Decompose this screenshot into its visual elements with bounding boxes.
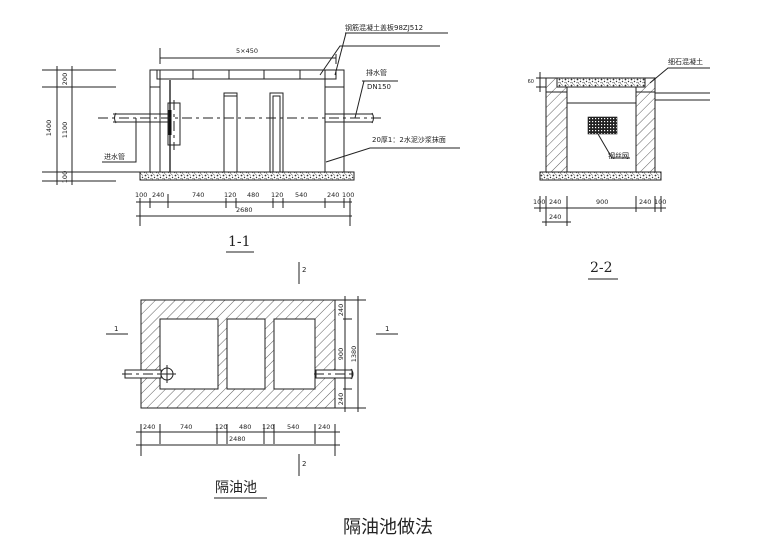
base-slab-2-2 (539, 171, 662, 181)
dim-height-2: 100 (61, 171, 69, 183)
note-plaster: 20厚1：2水泥沙浆抹面 (372, 135, 446, 144)
note-outlet-pipe: 排水管 (366, 68, 387, 77)
left-wall-outer (149, 69, 161, 173)
dim-plan-h2: 120 (215, 423, 227, 431)
note-mesh: 钢丝网 (608, 151, 629, 160)
dim-plan-total-h: 2480 (229, 435, 246, 443)
dim-2-2-h0: 100 (533, 198, 545, 206)
dim-1-1-h8: 100 (342, 191, 354, 199)
dim-1-1-h2: 740 (192, 191, 204, 199)
dim-plan-h6: 240 (318, 423, 330, 431)
vertical-dimensions-plan: 240 900 240 1380 (335, 296, 366, 412)
dim-total-height: 1400 (45, 120, 53, 137)
chamber-2 (226, 318, 266, 390)
dim-height-1: 1100 (61, 122, 69, 139)
dim-plan-h5: 540 (287, 423, 299, 431)
section-2-2: 钢丝网 细石混凝土 60 100 240 900 240 100 240 2-2 (528, 57, 710, 280)
dim-2-2-h4: 100 (654, 198, 666, 206)
dim-plan-h3: 480 (239, 423, 251, 431)
chamber-3 (273, 318, 316, 390)
dim-1-1-h1: 240 (152, 191, 164, 199)
dim-1-1-total: 2680 (236, 206, 253, 214)
base-slab (139, 171, 355, 181)
dim-height-0: 200 (61, 73, 69, 85)
note-outlet-size: DN150 (367, 83, 391, 91)
dim-1-1-h6: 540 (295, 191, 307, 199)
horizontal-dimensions-1-1: 100 240 740 120 480 120 540 240 100 2680 (135, 191, 354, 226)
vertical-dimensions-1-1: 1400 200 1100 100 (42, 66, 140, 185)
dim-plan-v0: 240 (337, 304, 345, 316)
section-mark-left: 1 (114, 325, 118, 333)
dim-2-2-h1: 240 (549, 198, 561, 206)
steel-mesh (587, 116, 618, 135)
top-slab-2-2 (556, 77, 646, 88)
plan-title: 隔油池 (215, 480, 257, 496)
dim-1-1-h4: 480 (247, 191, 259, 199)
dim-plan-h0: 240 (143, 423, 155, 431)
dim-2-2-lower: 240 (549, 213, 561, 221)
note-cover-slab: 钢筋混凝土盖板98ZJ512 (345, 23, 423, 32)
dim-cover-divisions: 5×450 (236, 47, 258, 55)
dim-1-1-h3: 120 (224, 191, 236, 199)
dim-2-2-h2: 900 (596, 198, 608, 206)
baffle-2 (269, 92, 284, 173)
section-1-1: 钢筋混凝土盖板98ZJ512 排水管 DN150 20厚1：2水泥沙浆抹面 进水… (42, 23, 460, 253)
dim-1-1-h7: 240 (327, 191, 339, 199)
dim-2-2-h3: 240 (639, 198, 651, 206)
section-mark-top: 2 (302, 266, 306, 274)
plan-view: 1 1 2 2 240 900 240 1380 (106, 262, 398, 499)
section-1-1-title: 1-1 (228, 234, 251, 250)
dim-2-2-top: 60 (528, 79, 534, 85)
section-2-2-title: 2-2 (590, 260, 613, 276)
dim-plan-total: 1380 (350, 346, 358, 363)
dim-plan-v1: 900 (337, 348, 345, 360)
note-top-concrete: 细石混凝土 (668, 57, 703, 66)
dim-plan-h1: 740 (180, 423, 192, 431)
section-mark-bottom: 2 (302, 460, 306, 468)
dim-1-1-h0: 100 (135, 191, 147, 199)
main-title: 隔油池做法 (343, 517, 433, 538)
baffle-1 (223, 92, 238, 173)
dim-plan-v2: 240 (337, 393, 345, 405)
cover-slab (156, 70, 337, 80)
note-inlet-pipe: 进水管 (104, 152, 125, 161)
dim-1-1-h5: 120 (271, 191, 283, 199)
horizontal-dimensions-plan: 240 740 120 480 120 540 240 2480 (136, 423, 340, 456)
section-mark-right: 1 (385, 325, 389, 333)
horizontal-dimensions-2-2: 100 240 900 240 100 240 (533, 196, 666, 226)
dim-plan-h4: 120 (262, 423, 274, 431)
